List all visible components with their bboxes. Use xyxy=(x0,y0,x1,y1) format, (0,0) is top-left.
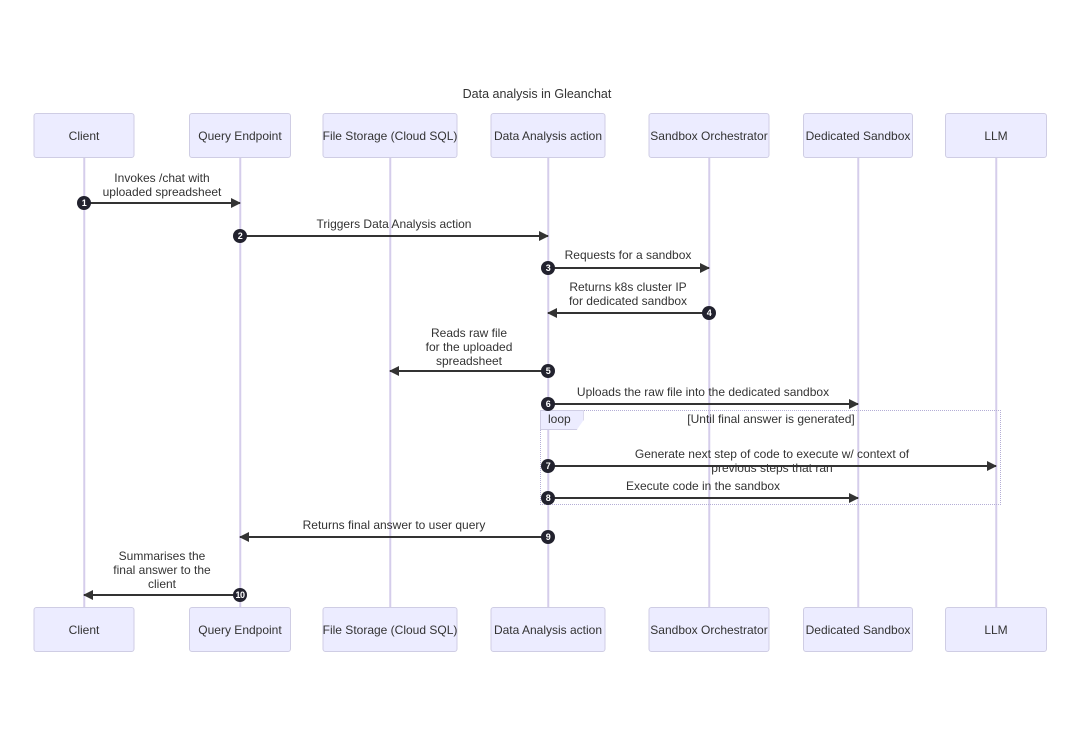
actor-top-query-endpoint: Query Endpoint xyxy=(189,113,291,158)
message-7-arrow xyxy=(548,460,997,471)
message-4-label: Returns k8s cluster IP for dedicated san… xyxy=(568,280,688,308)
message-10-arrow xyxy=(83,589,240,600)
lifeline-query-endpoint xyxy=(239,158,241,607)
lifeline-data-analysis-action xyxy=(547,158,549,607)
arrowhead-icon xyxy=(239,531,249,542)
message-2-arrow xyxy=(240,230,549,241)
arrowhead-icon xyxy=(987,460,997,471)
arrowhead-icon xyxy=(83,589,93,600)
message-10-label: Summarises the final answer to the clien… xyxy=(113,549,211,591)
diagram-title: Data analysis in Gleanchat xyxy=(462,87,612,101)
actor-bottom-data-analysis-action: Data Analysis action xyxy=(490,607,606,652)
loop-frame xyxy=(540,410,1001,505)
message-6-label: Uploads the raw file into the dedicated … xyxy=(576,385,830,399)
message-3-label: Requests for a sandbox xyxy=(564,248,692,262)
actor-top-llm: LLM xyxy=(945,113,1047,158)
actor-top-sandbox-orchestrator: Sandbox Orchestrator xyxy=(648,113,770,158)
message-10-number: 10 xyxy=(233,588,247,602)
actor-bottom-client: Client xyxy=(33,607,135,652)
actor-top-client: Client xyxy=(33,113,135,158)
message-8-label: Execute code in the sandbox xyxy=(625,479,781,493)
actor-bottom-file-storage: File Storage (Cloud SQL) xyxy=(322,607,458,652)
message-4-number: 4 xyxy=(702,306,716,320)
message-9-label: Returns final answer to user query xyxy=(302,518,486,532)
message-5-number: 5 xyxy=(541,364,555,378)
message-8-arrow xyxy=(548,492,859,503)
lifeline-sandbox-orchestrator xyxy=(708,158,710,607)
message-2-number: 2 xyxy=(233,229,247,243)
actor-top-dedicated-sandbox: Dedicated Sandbox xyxy=(803,113,913,158)
actor-top-file-storage: File Storage (Cloud SQL) xyxy=(322,113,458,158)
message-9-number: 9 xyxy=(541,530,555,544)
message-9-arrow xyxy=(239,531,548,542)
message-2-label: Triggers Data Analysis action xyxy=(316,217,472,231)
message-6-arrow xyxy=(548,398,859,409)
actor-bottom-dedicated-sandbox: Dedicated Sandbox xyxy=(803,607,913,652)
arrowhead-icon xyxy=(539,230,549,241)
lifeline-client xyxy=(83,158,85,607)
message-7-label: Generate next step of code to execute w/… xyxy=(634,447,910,475)
arrowhead-icon xyxy=(849,398,859,409)
message-7-number: 7 xyxy=(541,459,555,473)
loop-condition: [Until final answer is generated] xyxy=(687,412,855,426)
message-1-arrow xyxy=(84,197,241,208)
arrowhead-icon xyxy=(231,197,241,208)
message-4-arrow xyxy=(547,307,709,318)
arrowhead-icon xyxy=(389,365,399,376)
arrowhead-icon xyxy=(700,262,710,273)
arrowhead-icon xyxy=(547,307,557,318)
actor-bottom-query-endpoint: Query Endpoint xyxy=(189,607,291,652)
lifeline-dedicated-sandbox xyxy=(857,158,859,607)
message-1-label: Invokes /chat with uploaded spreadsheet xyxy=(102,171,222,199)
lifeline-file-storage xyxy=(389,158,391,607)
message-6-number: 6 xyxy=(541,397,555,411)
lifeline-llm xyxy=(995,158,997,607)
message-3-arrow xyxy=(548,262,710,273)
actor-bottom-llm: LLM xyxy=(945,607,1047,652)
message-1-number: 1 xyxy=(77,196,91,210)
message-8-number: 8 xyxy=(541,491,555,505)
message-3-number: 3 xyxy=(541,261,555,275)
actor-bottom-sandbox-orchestrator: Sandbox Orchestrator xyxy=(648,607,770,652)
message-5-arrow xyxy=(389,365,548,376)
actor-top-data-analysis-action: Data Analysis action xyxy=(490,113,606,158)
message-5-label: Reads raw file for the uploaded spreadsh… xyxy=(425,326,513,368)
loop-label: loop xyxy=(540,410,584,430)
arrowhead-icon xyxy=(849,492,859,503)
